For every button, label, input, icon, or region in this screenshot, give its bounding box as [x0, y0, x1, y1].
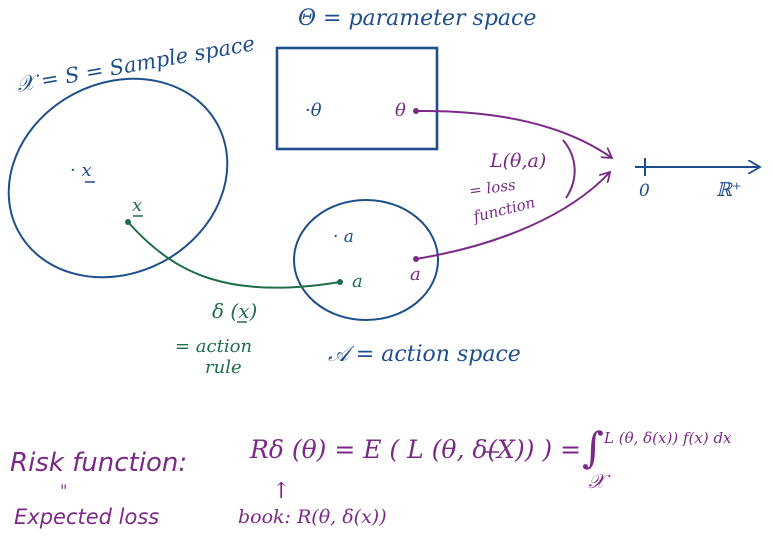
param-theta-point: ·θ: [305, 100, 322, 121]
risk-definition: Rδ (θ) = E ( L (θ, δ(X)) ) =: [249, 435, 581, 464]
risk-integrand: L (θ, δ(x)) f(x) dx: [603, 429, 732, 447]
loss-label: L(θ,a): [489, 150, 546, 172]
action-space-ellipse: [293, 199, 439, 321]
loss-arc: [562, 139, 576, 199]
loss-arrow-from-action: [415, 172, 610, 260]
risk-title: Risk function:: [10, 448, 187, 478]
parameter-space-title: Θ = parameter space: [298, 6, 536, 31]
risk-integral-domain: 𝒳: [588, 469, 611, 493]
axis-rplus-label: ℝ⁺: [716, 179, 742, 201]
loss-fn-line1: = loss: [468, 176, 517, 200]
decision-rule-curve: [127, 221, 341, 289]
loss-arrow-from-theta: [415, 109, 612, 158]
param-theta-purple: θ: [395, 100, 406, 121]
action-a-point: · a: [333, 227, 354, 247]
risk-integral: ∫: [582, 423, 604, 472]
sample-x-green: x: [132, 195, 142, 216]
book-note: book: R(θ, δ(x)): [238, 506, 387, 528]
expected-quote-mark: ": [60, 481, 67, 500]
sample-x-point: · x: [70, 160, 92, 181]
action-a-purple: a: [410, 264, 421, 285]
expected-loss: Expected loss: [14, 505, 159, 529]
sample-space-title: 𝒳 = S = Sample space: [15, 31, 257, 97]
parameter-space-box: [275, 46, 439, 151]
action-rule-line2: rule: [205, 357, 242, 378]
delta-label: δ (x): [212, 299, 257, 323]
axis-zero-label: 0: [639, 181, 650, 201]
action-space-title: 𝒜 = action space: [328, 342, 521, 367]
action-rule-line1: = action: [175, 336, 252, 357]
sample-space-ellipse: [7, 77, 229, 279]
book-arrow: ↑: [272, 479, 290, 504]
action-a-green: a: [352, 271, 363, 292]
